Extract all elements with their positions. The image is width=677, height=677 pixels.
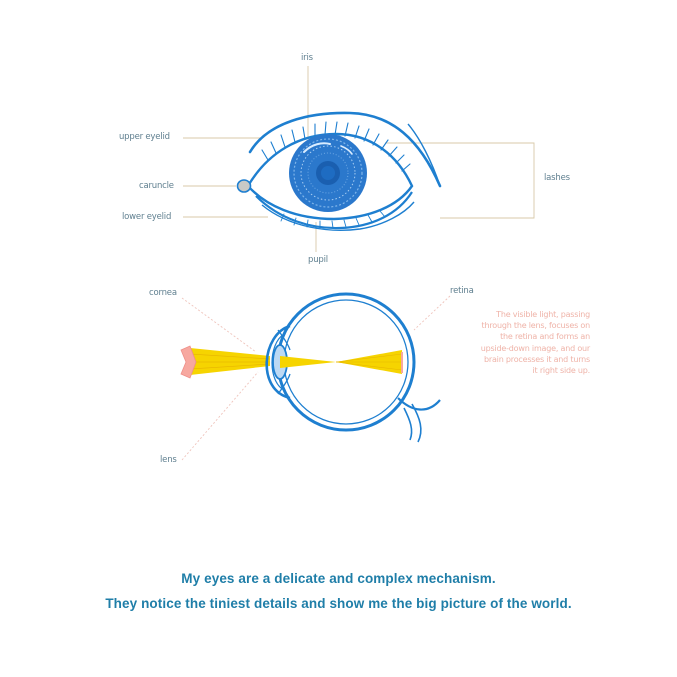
cornea-shape [265,324,291,400]
section-leader-lines [181,295,451,461]
caption-line-1: My eyes are a delicate and complex mecha… [181,571,496,586]
label-retina: retina [450,286,474,296]
label-upper-eyelid: upper eyelid [119,132,170,142]
label-caruncle: caruncle [139,181,174,191]
label-cornea: cornea [149,288,177,298]
label-pupil: pupil [308,255,328,265]
incoming-light-beam [190,348,270,375]
upper-lashes [261,121,411,172]
focused-light-beam [280,356,336,368]
label-iris: iris [301,53,313,63]
label-lens: lens [160,455,177,465]
light-explanation-note: The visible light, passing through the l… [480,310,590,376]
optic-nerve [397,397,441,411]
caption-line-2: They notice the tiniest details and show… [105,596,572,611]
upper-eyelid-fold [248,111,442,188]
front-eye-view [183,66,535,252]
caruncle-shape [236,179,252,193]
label-lashes: lashes [544,173,570,183]
lower-lashes [280,210,386,229]
light-source-object [180,345,197,379]
eye-cross-section [180,292,451,461]
label-lower-eyelid: lower eyelid [122,212,172,222]
